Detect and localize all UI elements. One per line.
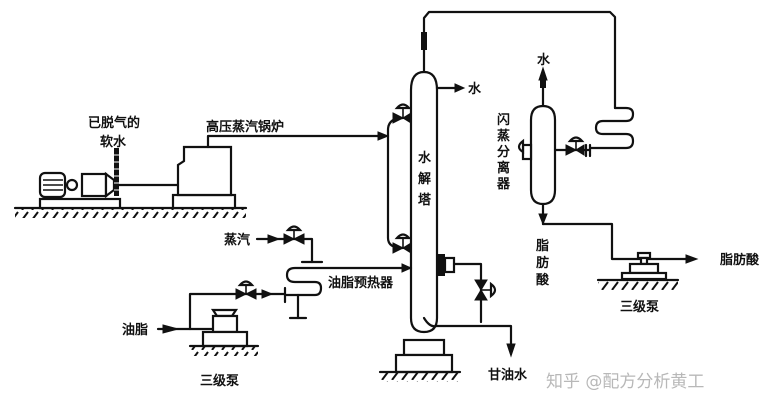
label-pump-right: 三级泵 [620, 299, 659, 315]
valve-oil[interactable] [235, 280, 257, 300]
valve-steam[interactable] [283, 225, 305, 245]
label-acid-v-3: 酸 [536, 272, 550, 288]
hydrolysis-tower [378, 10, 617, 382]
label-acid-v-2: 肪 [536, 255, 549, 271]
label-water-flash: 水 [537, 52, 551, 68]
acid-pump [596, 251, 680, 290]
control-valve[interactable] [474, 279, 497, 301]
label-boiler: 高压蒸汽锅炉 [206, 119, 284, 135]
label-preheater: 油脂预热器 [328, 275, 394, 291]
label-fatty-acid-out: 脂肪酸 [719, 252, 760, 268]
valve-flash[interactable] [565, 136, 585, 156]
label-flash-3: 分 [497, 144, 510, 160]
label-glycerin-water: 甘油水 [488, 367, 528, 383]
boiler [171, 131, 390, 210]
label-flash-5: 器 [496, 177, 511, 192]
flash-separator [517, 66, 699, 264]
label-flash-4: 离 [497, 160, 510, 176]
label-acid-v-1: 脂 [535, 238, 549, 254]
label-tower-1: 水 [418, 150, 432, 166]
label-water-top: 水 [468, 81, 482, 97]
water-pump [38, 148, 180, 210]
label-pump-left: 三级泵 [200, 373, 239, 389]
label-steam: 蒸汽 [224, 232, 250, 248]
label-flash-1: 闪 [497, 113, 510, 128]
label-flash-2: 蒸 [497, 128, 510, 144]
label-tower-2: 解 [417, 171, 431, 187]
ground-left [13, 206, 248, 218]
valve-tower-top[interactable] [392, 103, 412, 124]
label-degassed-water-1: 已脱气的 [88, 115, 140, 131]
oil-pump [156, 280, 287, 356]
label-tower-3: 塔 [418, 192, 432, 208]
label-oil-in: 油脂 [122, 322, 148, 338]
valve-tower-bottom[interactable] [392, 233, 412, 254]
watermark: 知乎 @配方分析黄工 [546, 372, 704, 392]
label-degassed-water-2: 软水 [100, 134, 127, 150]
